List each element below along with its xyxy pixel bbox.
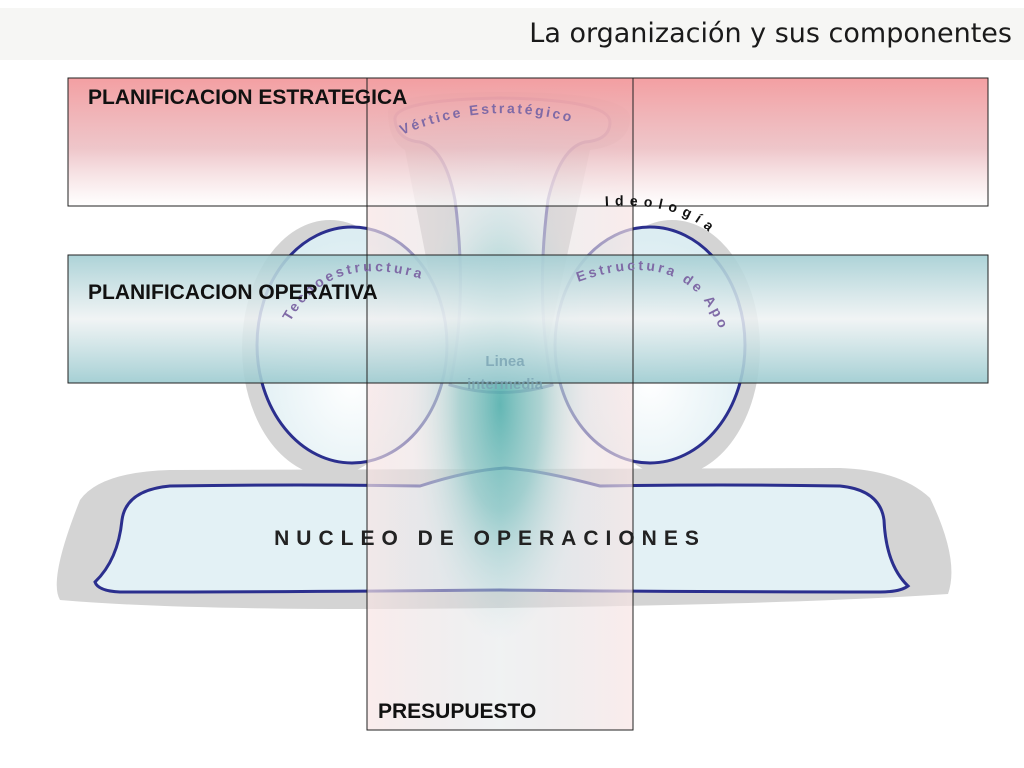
strategic-planning-band [67, 77, 989, 207]
budget-label: PRESUPUESTO [378, 700, 537, 723]
slide-title: La organización y sus componentes [529, 18, 1012, 49]
operating-core-label: NUCLEO DE OPERACIONES [274, 527, 706, 550]
strategic-planning-label: PLANIFICACION ESTRATEGICA [88, 86, 408, 109]
title-bar: La organización y sus componentes [0, 8, 1024, 60]
operational-planning-label: PLANIFICACION OPERATIVA [88, 281, 378, 304]
operational-planning-band [67, 254, 989, 384]
middle-line-label-2: intermedia [467, 376, 544, 393]
middle-line-label-1: Linea [485, 353, 525, 370]
